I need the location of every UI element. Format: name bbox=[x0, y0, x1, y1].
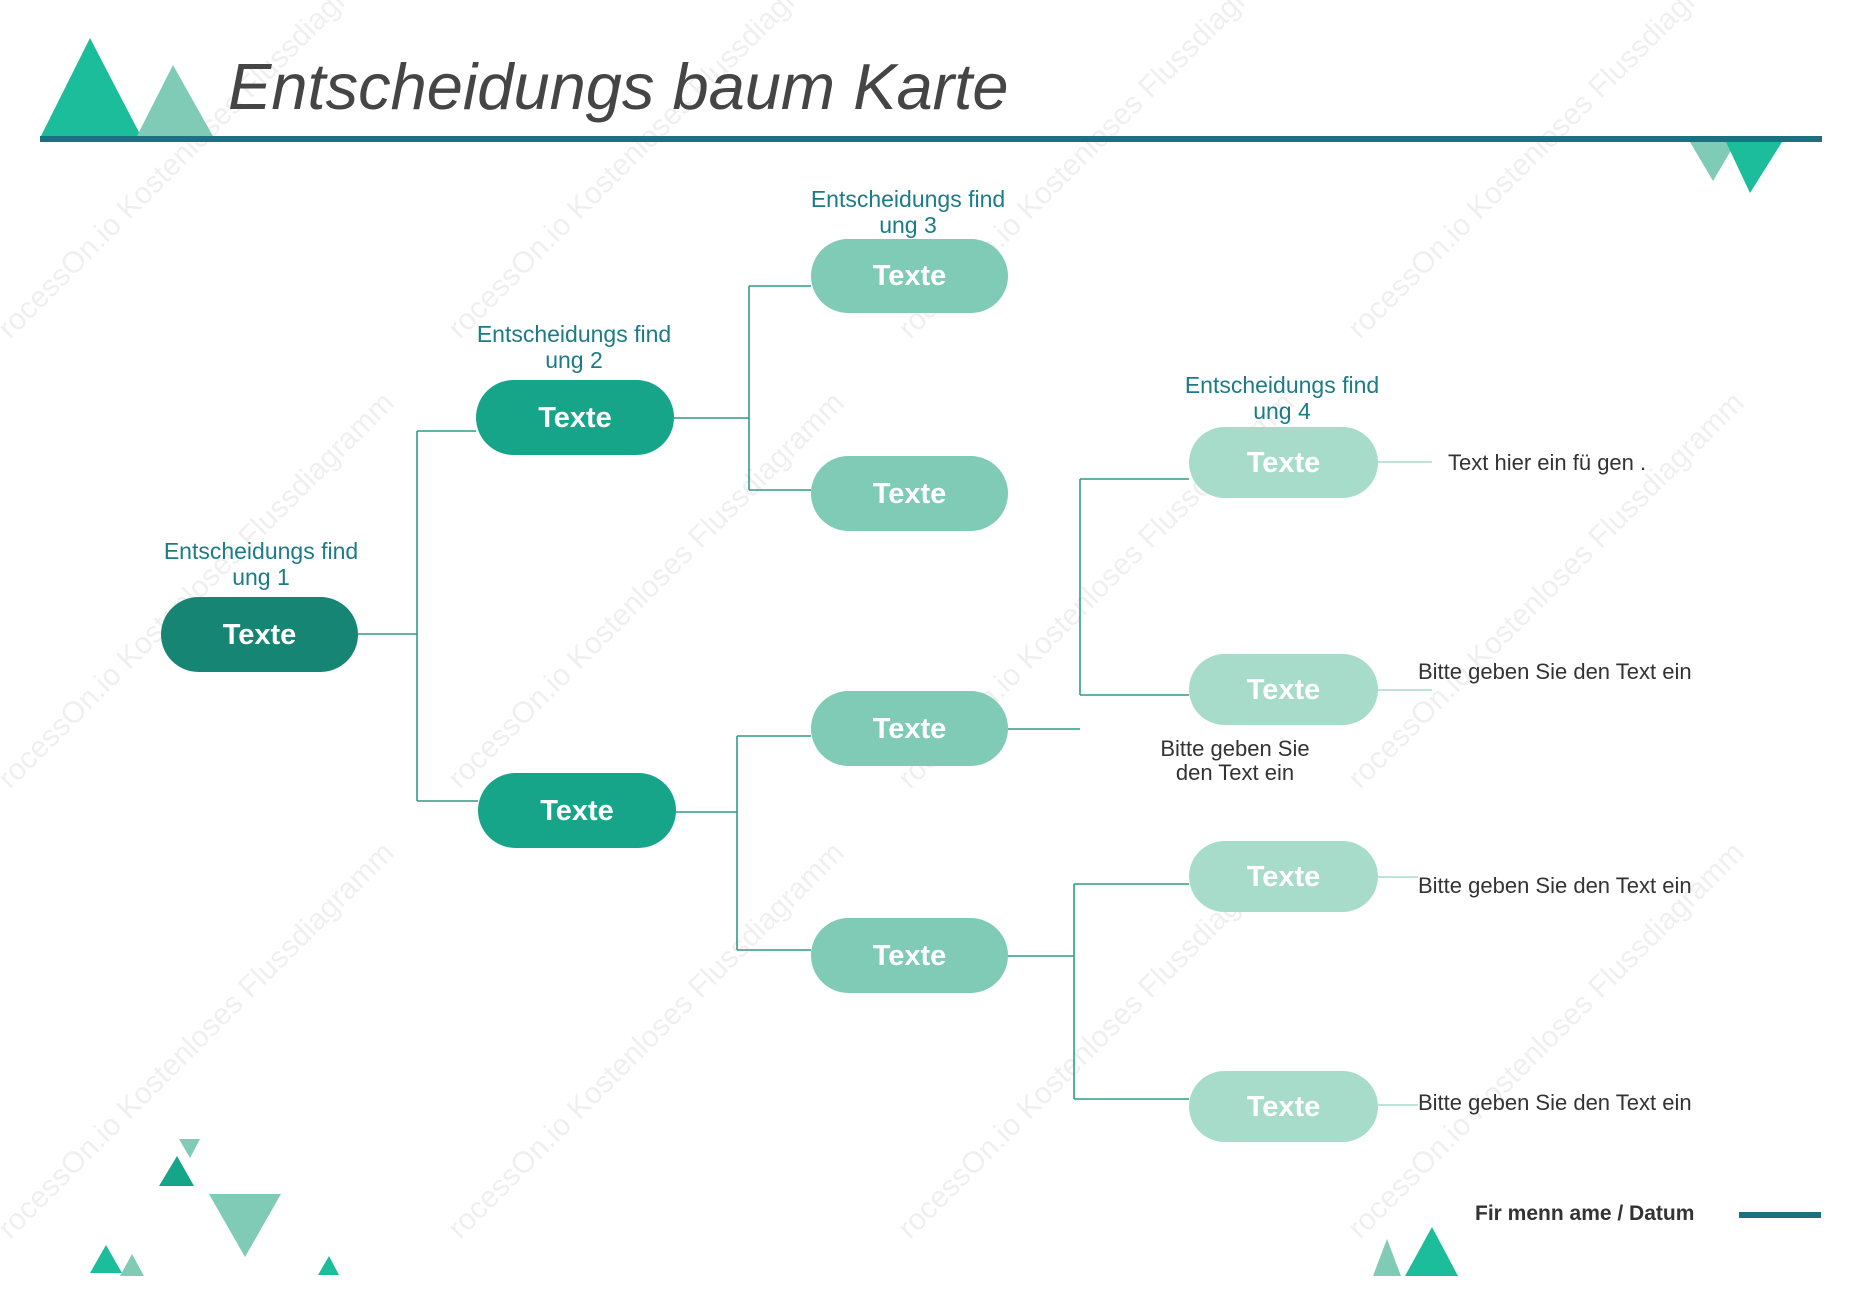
leaf-note: Text hier ein fü gen . bbox=[1448, 450, 1646, 475]
node-label: Texte bbox=[873, 260, 947, 292]
triangle-decoration bbox=[40, 38, 142, 138]
node-label: Texte bbox=[1247, 1091, 1321, 1123]
node-label: Texte bbox=[1247, 674, 1321, 706]
node-level4-c[interactable]: Texte bbox=[1189, 841, 1378, 912]
decision-label-4: Entscheidungs find bbox=[1185, 372, 1379, 398]
triangle-decoration bbox=[90, 1245, 122, 1273]
decision-label-3: ung 3 bbox=[879, 212, 937, 238]
triangle-decoration bbox=[1690, 142, 1736, 181]
footer-decorations-left bbox=[90, 1139, 339, 1276]
triangle-decoration bbox=[209, 1194, 281, 1257]
connector-line bbox=[676, 735, 811, 951]
decision-label-4: ung 4 bbox=[1253, 398, 1311, 424]
node-level3-a[interactable]: Texte bbox=[811, 239, 1008, 313]
triangle-decoration bbox=[120, 1254, 144, 1276]
leaf-note: den Text ein bbox=[1176, 760, 1294, 785]
node-label: Texte bbox=[1247, 447, 1321, 479]
node-level4-d[interactable]: Texte bbox=[1189, 1071, 1378, 1142]
node-level2-bottom[interactable]: Texte bbox=[478, 773, 676, 848]
node-level3-b[interactable]: Texte bbox=[811, 456, 1008, 531]
node-level2-top[interactable]: Texte bbox=[476, 380, 674, 455]
leaf-note: Bitte geben Sie den Text ein bbox=[1418, 873, 1692, 898]
leaf-note: Bitte geben Sie bbox=[1160, 736, 1309, 761]
node-label: Texte bbox=[540, 795, 614, 827]
connector-line bbox=[1008, 883, 1189, 1100]
watermark: rocessOn.io Kostenloses Flussdiagramm bbox=[0, 836, 400, 1245]
node-label: Texte bbox=[1247, 861, 1321, 893]
node-level4-b[interactable]: Texte bbox=[1189, 654, 1378, 725]
decision-label-3: Entscheidungs find bbox=[811, 186, 1005, 212]
author-date: Fir menn ame / Datum bbox=[1475, 1202, 1694, 1225]
watermark: rocessOn.io Kostenloses Flussdiagramm bbox=[0, 386, 400, 795]
connector-line bbox=[1008, 478, 1189, 730]
triangle-decoration bbox=[159, 1156, 194, 1186]
decision-label-1: Entscheidungs find bbox=[164, 538, 358, 564]
node-label: Texte bbox=[873, 940, 947, 972]
decision-labels: Entscheidungs find ung 1 Entscheidungs f… bbox=[164, 186, 1379, 590]
node-root[interactable]: Texte bbox=[161, 597, 358, 672]
connectors bbox=[358, 285, 1189, 1100]
node-label: Texte bbox=[873, 478, 947, 510]
decision-label-1: ung 1 bbox=[232, 564, 290, 590]
watermark: rocessOn.io Kostenloses Flussdiagramm bbox=[1342, 386, 1751, 795]
footer-rule bbox=[1739, 1212, 1821, 1218]
decision-label-2: Entscheidungs find bbox=[477, 321, 671, 347]
triangle-decoration bbox=[179, 1139, 200, 1158]
leaf-notes: Text hier ein fü gen . Bitte geben Sie d… bbox=[1160, 450, 1691, 1115]
decision-label-2: ung 2 bbox=[545, 347, 603, 373]
node-label: Texte bbox=[223, 619, 297, 651]
node-level3-d[interactable]: Texte bbox=[811, 918, 1008, 993]
note-connectors bbox=[1378, 461, 1432, 1106]
node-label: Texte bbox=[873, 713, 947, 745]
footer: Fir menn ame / Datum bbox=[1373, 1202, 1821, 1276]
header: Entscheidungs baum Karte bbox=[40, 38, 1822, 193]
node-label: Texte bbox=[538, 402, 612, 434]
watermark: rocessOn.io Kostenloses Flussdiagramm bbox=[1342, 0, 1751, 345]
connector-line bbox=[674, 285, 811, 491]
connector-line bbox=[358, 430, 478, 802]
page-title: Entscheidungs baum Karte bbox=[228, 50, 1008, 123]
node-level3-c[interactable]: Texte bbox=[811, 691, 1008, 766]
watermark: rocessOn.io Kostenloses Flussdiagramm bbox=[442, 836, 851, 1245]
leaf-note: Bitte geben Sie den Text ein bbox=[1418, 1090, 1692, 1115]
triangle-decoration bbox=[136, 65, 214, 138]
triangle-decoration bbox=[318, 1256, 339, 1275]
leaf-note: Bitte geben Sie den Text ein bbox=[1418, 659, 1692, 684]
node-level4-a[interactable]: Texte bbox=[1189, 427, 1378, 498]
triangle-decoration bbox=[1726, 142, 1782, 193]
triangle-decoration bbox=[1373, 1239, 1401, 1276]
header-rule bbox=[40, 136, 1822, 142]
triangle-decoration bbox=[1405, 1227, 1458, 1276]
